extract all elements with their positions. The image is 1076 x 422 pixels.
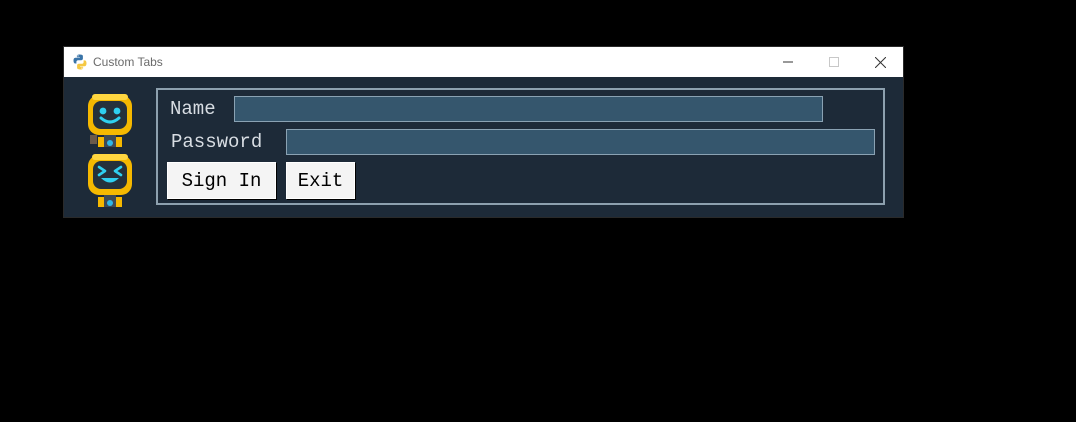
name-label: Name [170, 98, 216, 120]
minimize-icon [783, 61, 793, 63]
password-label: Password [171, 131, 263, 153]
close-button[interactable] [857, 47, 903, 77]
robot-laughing-icon [86, 151, 134, 207]
python-logo-icon [72, 54, 88, 70]
minimize-button[interactable] [765, 47, 811, 77]
client-area: Name Password Sign In Exit [64, 77, 903, 217]
sign-in-button[interactable]: Sign In [167, 162, 276, 199]
maximize-button[interactable] [811, 47, 857, 77]
close-icon [874, 56, 886, 68]
password-input[interactable] [286, 129, 875, 155]
login-frame: Name Password Sign In Exit [156, 88, 885, 205]
robot-smiling-icon [86, 91, 134, 147]
maximize-icon [829, 57, 839, 67]
name-input[interactable] [234, 96, 823, 122]
title-bar[interactable]: Custom Tabs [64, 47, 903, 77]
app-window: Custom Tabs [64, 47, 903, 217]
exit-button[interactable]: Exit [286, 162, 355, 199]
window-title: Custom Tabs [93, 55, 163, 69]
